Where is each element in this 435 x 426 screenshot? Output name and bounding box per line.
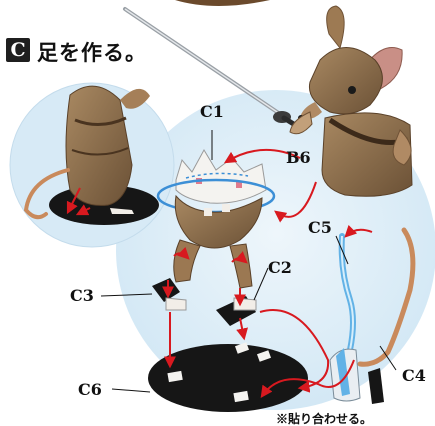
label-c5: C5	[308, 218, 332, 237]
step-badge: C	[6, 38, 30, 62]
label-c4: C4	[402, 366, 426, 385]
label-b6: B6	[286, 148, 311, 167]
label-c3: C3	[70, 286, 94, 305]
top-body-fragment	[175, 0, 270, 6]
label-c2: C2	[268, 258, 292, 277]
label-c1: C1	[200, 102, 224, 121]
step-title: 足を作る。	[37, 37, 147, 67]
note-glue-together: ※貼り合わせる。	[276, 410, 372, 426]
label-c6: C6	[78, 380, 102, 399]
